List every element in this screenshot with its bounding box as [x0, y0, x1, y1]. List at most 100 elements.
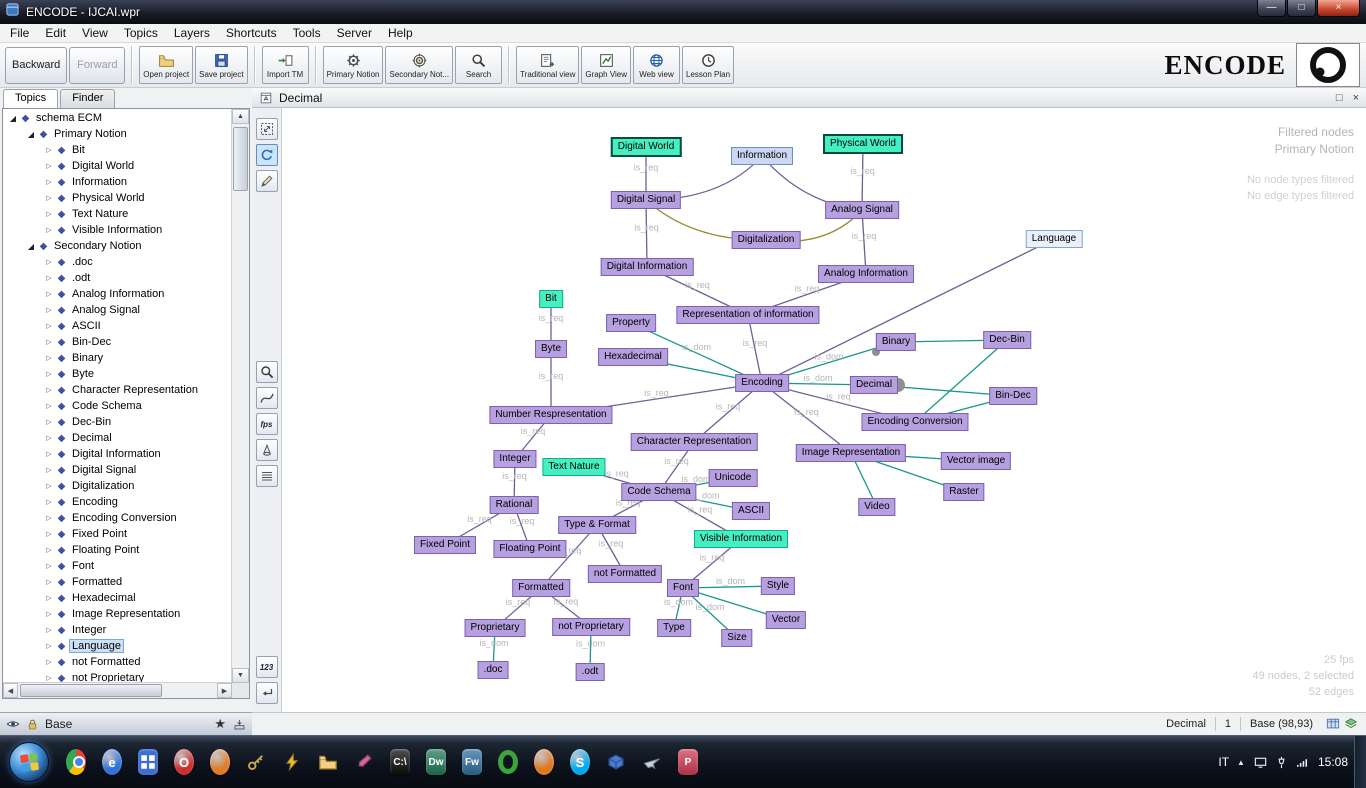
graph-node-odt[interactable]: .odt	[575, 663, 605, 681]
tree-item-digital-signal[interactable]: ▷◆Digital Signal	[3, 462, 232, 478]
expander-icon[interactable]: ▷	[46, 451, 52, 458]
dreamweaver-icon[interactable]: Dw	[420, 746, 452, 778]
graph-node-size[interactable]: Size	[721, 629, 753, 647]
tree-item-secondary-notion[interactable]: ◢◆Secondary Notion	[3, 238, 232, 254]
graph-node-doc[interactable]: .doc	[477, 661, 509, 679]
expander-icon[interactable]: ▷	[46, 291, 52, 298]
graph-node-vector-image[interactable]: Vector image	[940, 452, 1012, 470]
graph-node-decimal[interactable]: Decimal	[849, 376, 899, 394]
graph-node-binary[interactable]: Binary	[875, 333, 917, 351]
tab-topics[interactable]: Topics	[3, 89, 59, 108]
expander-icon[interactable]: ▷	[46, 595, 52, 602]
menu-edit[interactable]: Edit	[45, 26, 67, 40]
curve-edges-tool[interactable]	[255, 387, 278, 409]
open-project-button[interactable]: Open project	[139, 46, 194, 84]
tree-item-doc[interactable]: ▷◆.doc	[3, 254, 232, 270]
tree-vertical-scrollbar[interactable]: ▲ ▼	[231, 109, 249, 683]
tree-item-byte[interactable]: ▷◆Byte	[3, 366, 232, 382]
numbers-toggle[interactable]: 123	[255, 656, 278, 678]
graph-node-byte[interactable]: Byte	[534, 340, 568, 358]
tree-item-text-nature[interactable]: ▷◆Text Nature	[3, 206, 232, 222]
expander-icon[interactable]: ▷	[46, 147, 52, 154]
tree-item-fixed-point[interactable]: ▷◆Fixed Point	[3, 526, 232, 542]
graph-node-bin-dec[interactable]: Bin-Dec	[989, 387, 1037, 405]
scroll-down-arrow[interactable]: ▼	[232, 668, 249, 683]
menu-file[interactable]: File	[10, 26, 30, 40]
menu-layers[interactable]: Layers	[173, 26, 210, 40]
expander-icon[interactable]: ▷	[46, 387, 52, 394]
graph-node-digital-signal[interactable]: Digital Signal	[610, 191, 682, 209]
graph-node-type-format[interactable]: Type & Format	[558, 516, 636, 534]
backward-button[interactable]: Backward	[5, 46, 68, 84]
panel-close-button[interactable]: ×	[1352, 91, 1359, 104]
folder-icon[interactable]	[312, 746, 344, 778]
tray-bars[interactable]	[1295, 755, 1310, 770]
minimize-button[interactable]: —	[1257, 0, 1286, 17]
tree-item-floating-point[interactable]: ▷◆Floating Point	[3, 542, 232, 558]
tree-item-dec-bin[interactable]: ▷◆Dec-Bin	[3, 414, 232, 430]
layer-visibility-eye-icon[interactable]	[6, 717, 20, 731]
maximize-button[interactable]: □	[1287, 0, 1316, 17]
draw-tool[interactable]	[255, 170, 278, 192]
expander-icon[interactable]: ▷	[46, 275, 52, 282]
paint-tool-icon[interactable]	[348, 746, 380, 778]
expander-icon[interactable]: ▷	[46, 643, 52, 650]
tree-item-not-formatted[interactable]: ▷◆not Formatted	[3, 654, 232, 670]
tree-item-not-proprietary[interactable]: ▷◆not Proprietary	[3, 670, 232, 683]
graph-node-digital-information[interactable]: Digital Information	[600, 258, 694, 276]
tree-item-hexadecimal[interactable]: ▷◆Hexadecimal	[3, 590, 232, 606]
graph-node-analog-signal[interactable]: Analog Signal	[825, 201, 899, 219]
app-launcher-icon[interactable]	[132, 746, 164, 778]
layers-view-icon[interactable]	[1344, 717, 1358, 731]
graph-node-formatted[interactable]: Formatted	[512, 579, 570, 597]
graph-node-proprietary[interactable]: Proprietary	[464, 619, 526, 637]
graph-node-font[interactable]: Font	[666, 579, 700, 597]
graph-node-number-representation[interactable]: Number Respresentation	[489, 406, 613, 424]
graph-node-raster[interactable]: Raster	[943, 483, 985, 501]
horizontal-scroll-track[interactable]	[18, 683, 217, 698]
layer-tray-icon[interactable]	[233, 718, 246, 731]
graph-node-vector[interactable]: Vector	[765, 611, 807, 629]
skype-icon[interactable]: S	[564, 746, 596, 778]
tray-display[interactable]	[1253, 755, 1268, 770]
search-button[interactable]: Search	[455, 46, 503, 84]
expander-icon[interactable]: ▷	[46, 563, 52, 570]
tree-item-digitalization[interactable]: ▷◆Digitalization	[3, 478, 232, 494]
expander-icon[interactable]: ▷	[46, 371, 52, 378]
tab-finder[interactable]: Finder	[60, 89, 116, 108]
menu-server[interactable]: Server	[336, 26, 372, 40]
tree-item-formatted[interactable]: ▷◆Formatted	[3, 574, 232, 590]
rotate-tool[interactable]	[255, 144, 278, 166]
expander-icon[interactable]: ▷	[46, 419, 52, 426]
graph-node-code-schema[interactable]: Code Schema	[621, 483, 697, 501]
scroll-right-arrow[interactable]: ▶	[217, 683, 232, 698]
airplane-tool-icon[interactable]	[636, 746, 668, 778]
graph-node-language[interactable]: Language	[1025, 230, 1083, 248]
internet-explorer-icon[interactable]: e	[96, 746, 128, 778]
lightning-tool-icon[interactable]	[276, 746, 308, 778]
expander-icon[interactable]: ▷	[46, 227, 52, 234]
graph-node-integer[interactable]: Integer	[493, 450, 537, 468]
graph-node-hexadecimal[interactable]: Hexadecimal	[598, 348, 668, 366]
expander-icon[interactable]: ▷	[46, 627, 52, 634]
graph-node-encoding[interactable]: Encoding	[735, 374, 789, 392]
expander-icon[interactable]: ▷	[46, 483, 52, 490]
graph-node-dec-bin[interactable]: Dec-Bin	[983, 331, 1031, 349]
tree-horizontal-scrollbar[interactable]: ◀ ▶	[3, 682, 232, 698]
expander-icon[interactable]: ◢	[27, 129, 35, 139]
graph-node-digital-world[interactable]: Digital World	[610, 137, 682, 157]
forward-button[interactable]: Forward	[69, 46, 126, 84]
tree-item-digital-world[interactable]: ▷◆Digital World	[3, 158, 232, 174]
graph-node-analog-information[interactable]: Analog Information	[818, 265, 914, 283]
expander-icon[interactable]: ▷	[46, 307, 52, 314]
tree-item-bin-dec[interactable]: ▷◆Bin-Dec	[3, 334, 232, 350]
tree-item-odt[interactable]: ▷◆.odt	[3, 270, 232, 286]
menu-shortcuts[interactable]: Shortcuts	[225, 26, 277, 40]
tray-plug[interactable]	[1274, 755, 1289, 770]
graph-node-not-proprietary[interactable]: not Proprietary	[552, 618, 630, 636]
graph-node-character-representation[interactable]: Character Representation	[630, 433, 758, 451]
keyboard-layout-indicator[interactable]: IT	[1218, 755, 1230, 769]
lesson-plan-button[interactable]: Lesson Plan	[682, 46, 735, 84]
menu-view[interactable]: View	[82, 26, 108, 40]
tree-item-language[interactable]: ▷◆Language	[3, 638, 232, 654]
